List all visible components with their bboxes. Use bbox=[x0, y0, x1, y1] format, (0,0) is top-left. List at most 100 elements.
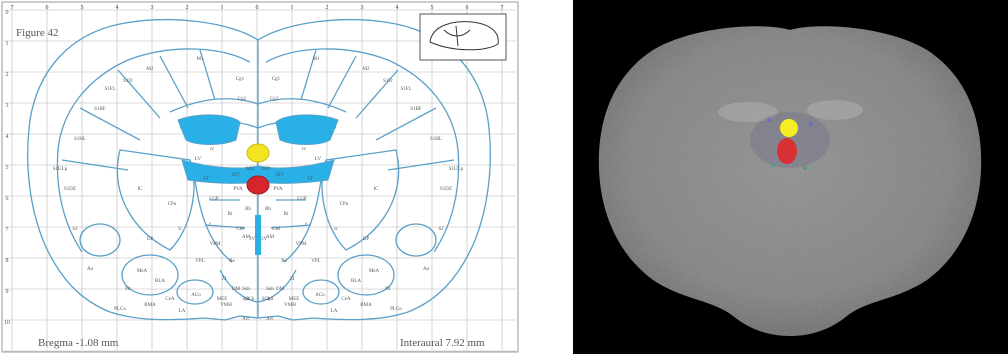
region-label: Rh bbox=[265, 207, 271, 212]
region-label: CM bbox=[236, 227, 244, 232]
region-label: ic bbox=[334, 227, 338, 232]
left-scale-tick: 9 bbox=[6, 289, 9, 295]
region-label: MeA bbox=[137, 269, 148, 274]
mri-left-bright-region bbox=[718, 102, 778, 122]
left-scale-tick: 4 bbox=[6, 134, 9, 140]
region-label: 3V bbox=[249, 237, 256, 242]
region-label: ZIV bbox=[276, 173, 285, 178]
region-label: f bbox=[209, 223, 211, 228]
region-label: opt bbox=[243, 297, 250, 302]
left-scale-tick: 7 bbox=[6, 227, 9, 233]
region-label: PLCo bbox=[390, 307, 402, 312]
top-scale-tick: 7 bbox=[501, 5, 504, 11]
region-label: SCh bbox=[262, 297, 271, 302]
region-label: BLA bbox=[351, 279, 361, 284]
region-label: CeA bbox=[341, 297, 351, 302]
region-label: S1FL bbox=[104, 87, 115, 92]
region-label: Au bbox=[87, 267, 94, 272]
left-scale-tick: 8 bbox=[6, 258, 9, 264]
region-label: AM bbox=[266, 235, 275, 240]
region-label: CPu bbox=[340, 202, 349, 207]
region-label: Cg1 bbox=[236, 77, 245, 82]
region-label: MeA bbox=[369, 269, 380, 274]
region-label: GP bbox=[363, 237, 370, 242]
region-label: M2 bbox=[363, 67, 370, 72]
left-scale-tick: 2 bbox=[6, 72, 9, 78]
region-label: S2 bbox=[438, 227, 444, 232]
region-label: cc bbox=[302, 147, 307, 152]
top-scale-tick: 6 bbox=[46, 5, 49, 11]
top-scale-tick: 5 bbox=[431, 5, 434, 11]
region-label: CeA bbox=[165, 297, 175, 302]
region-label: cc bbox=[210, 147, 215, 152]
region-label: Re bbox=[229, 259, 235, 264]
region-label: Sub bbox=[242, 287, 250, 292]
left-scale-tick: 10 bbox=[4, 320, 10, 326]
region-label: Rh bbox=[245, 207, 251, 212]
top-scale-tick: 1 bbox=[221, 5, 224, 11]
region-label: DM bbox=[276, 287, 285, 292]
top-scale-tick: 3 bbox=[361, 5, 364, 11]
region-label: LA bbox=[179, 309, 186, 314]
mri-slice-svg bbox=[573, 0, 1008, 354]
left-scale-tick: 0 bbox=[6, 10, 9, 16]
right-lateral-ventricle bbox=[275, 114, 339, 145]
region-label: DM bbox=[232, 287, 241, 292]
region-label: MEE bbox=[217, 297, 228, 302]
region-label: S2 bbox=[72, 227, 78, 232]
sagittal-inset bbox=[419, 13, 507, 61]
region-label: BMA bbox=[144, 303, 156, 308]
region-label: LV bbox=[195, 157, 202, 162]
region-label: PVA bbox=[233, 187, 243, 192]
left-scale-tick: 6 bbox=[6, 196, 9, 202]
region-label: Arc bbox=[242, 317, 250, 322]
top-scale-tick: 7 bbox=[11, 5, 14, 11]
region-label: BLA bbox=[155, 279, 165, 284]
region-label: S1HL bbox=[74, 137, 86, 142]
region-label: MD bbox=[246, 167, 254, 172]
region-label: LV bbox=[315, 157, 322, 162]
region-label: VMH bbox=[284, 303, 296, 308]
region-label: AM bbox=[242, 235, 251, 240]
top-scale-tick: 4 bbox=[396, 5, 399, 11]
region-label: Rt bbox=[284, 212, 289, 217]
region-label: S1BF bbox=[94, 107, 106, 112]
region-label: CPu bbox=[168, 202, 177, 207]
figure-label: Figure 42 bbox=[16, 27, 58, 39]
region-label: S1HL bbox=[430, 137, 442, 142]
highlight-red-region bbox=[246, 175, 270, 195]
region-label: 3V bbox=[261, 237, 268, 242]
region-label: MD bbox=[262, 167, 270, 172]
region-label: Sub bbox=[266, 287, 274, 292]
region-label: Re bbox=[281, 259, 287, 264]
region-label: S1ULp bbox=[53, 167, 68, 172]
mri-noise-texture bbox=[598, 26, 982, 336]
region-label: IC bbox=[138, 187, 144, 192]
region-label: VMH bbox=[220, 303, 232, 308]
region-label: PLCo bbox=[114, 307, 126, 312]
interaural-label: Interaural 7.92 mm bbox=[400, 337, 485, 349]
region-label: VPM bbox=[210, 242, 221, 247]
region-label: IC bbox=[374, 187, 380, 192]
region-label: M1 bbox=[197, 57, 204, 62]
region-label: GP bbox=[147, 237, 154, 242]
region-label: S1Tr bbox=[123, 79, 133, 84]
mri-overlay-dot bbox=[809, 122, 813, 126]
mri-right-bright-region bbox=[807, 100, 863, 120]
region-label: S1Tr bbox=[383, 79, 393, 84]
region-label: ZI bbox=[222, 277, 227, 282]
mri-overlay-dot bbox=[803, 166, 807, 170]
top-scale-tick: 0 bbox=[256, 5, 259, 11]
region-label: SCh bbox=[246, 297, 255, 302]
region-label: CM bbox=[272, 227, 280, 232]
left-scale-tick: 1 bbox=[6, 41, 9, 47]
top-scale-tick: 2 bbox=[326, 5, 329, 11]
region-label: MEE bbox=[289, 297, 300, 302]
region-label: LA bbox=[331, 309, 338, 314]
region-label: ACo bbox=[315, 293, 325, 298]
mri-overlay-red bbox=[777, 138, 797, 164]
region-label: ZI bbox=[290, 277, 295, 282]
